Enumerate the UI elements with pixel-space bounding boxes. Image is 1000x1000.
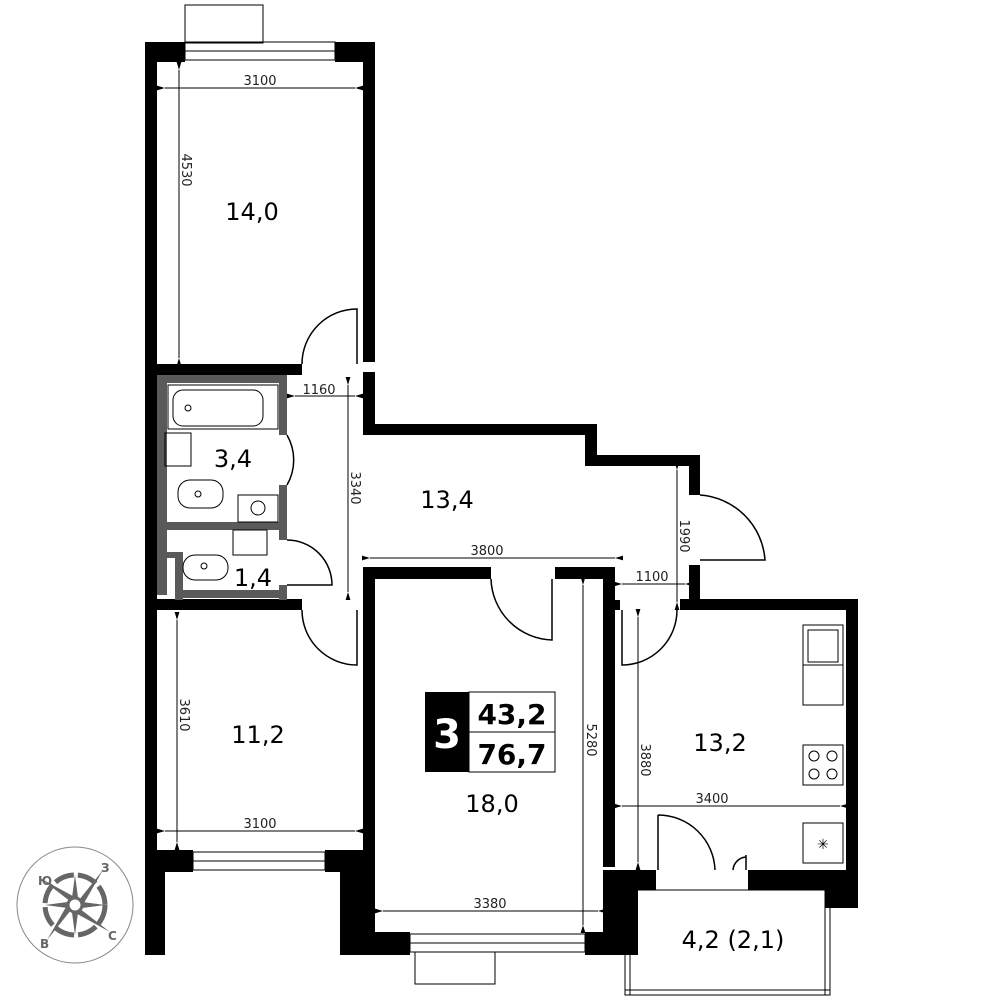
doors [286, 308, 766, 871]
area-bathroom: 3,4 [214, 445, 252, 473]
dim-kitchen-length: 3880 [637, 743, 652, 776]
rooms-count: 3 [433, 712, 461, 758]
compass-north: С [108, 929, 117, 943]
area-kitchen: 13,2 [693, 729, 746, 757]
fixtures: ✳ [164, 384, 844, 864]
summary-box: 3 43,2 76,7 [425, 691, 556, 773]
room-areas: 14,0 3,4 1,4 13,4 11,2 18,0 13,2 4,2 (2,… [214, 198, 784, 954]
dim-bedroom-bottom-width: 3100 [243, 817, 276, 832]
dim-kitchen-width: 3400 [695, 792, 728, 807]
dim-hall-width: 3800 [470, 544, 503, 559]
living-area: 43,2 [477, 698, 546, 731]
dim-entry-length: 1990 [676, 519, 691, 552]
compass-east: В [40, 937, 49, 951]
dim-entry-width: 1100 [635, 570, 668, 585]
dim-living-width: 3380 [473, 897, 506, 912]
total-area: 76,7 [477, 738, 546, 771]
compass-west: З [101, 861, 110, 875]
area-balcony: 4,2 (2,1) [682, 926, 785, 954]
svg-text:✳: ✳ [817, 837, 829, 853]
dim-bedroom-top-width: 3100 [243, 74, 276, 89]
walls [145, 42, 858, 955]
area-bedroom-bottom: 11,2 [231, 721, 284, 749]
dim-bedroom-top-length: 4530 [178, 153, 193, 186]
dim-hall-length: 3340 [347, 471, 362, 504]
window-top [184, 4, 336, 61]
compass-south: Ю [38, 874, 52, 888]
area-toilet: 1,4 [234, 564, 272, 592]
dim-living-length: 5280 [583, 723, 598, 756]
area-hall: 13,4 [420, 486, 473, 514]
dim-hall-small: 1160 [302, 383, 335, 398]
dim-bedroom-bottom-length: 3610 [176, 698, 191, 731]
windows [192, 851, 831, 996]
compass-icon: Ю З В С [16, 846, 134, 964]
area-bedroom-top: 14,0 [225, 198, 278, 226]
area-living: 18,0 [465, 790, 518, 818]
dimension-lines: 3100 4530 1160 3340 3800 1990 1100 3610 … [157, 62, 848, 933]
